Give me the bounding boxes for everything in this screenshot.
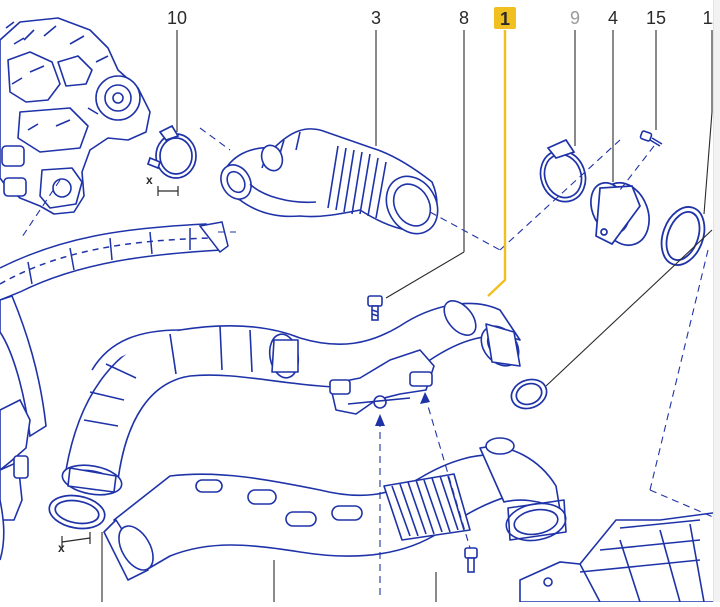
callout-4: 4 [608,8,618,28]
o-ring-bottom-left [48,494,106,530]
callout-10: 10 [167,8,187,28]
callout-labels: 10 3 8 1 9 4 15 11 [167,7,720,29]
arrow-up-right [420,392,430,404]
o-ring-11 [660,206,706,266]
screw-8 [367,295,383,321]
x-marker-bottom: x [58,532,91,555]
dashed-assembly-lines [19,127,720,600]
screw-bottom [464,547,478,573]
intake-hose-3 [220,128,439,235]
callout-1: 1 [500,9,510,29]
hose-clamp-9 [539,138,587,203]
upper-charge-pipe [0,221,229,301]
callout-9: 9 [570,8,580,28]
left-vertical-pipe [0,295,47,561]
direction-arrows [375,392,430,426]
hose-clamp-10 [146,124,197,179]
o-ring-small [510,378,548,410]
leader-lines [101,30,713,602]
callout-8: 8 [459,8,469,28]
callout-15: 15 [646,8,666,28]
x-marker-top: x [146,173,179,196]
image-right-edge [713,0,720,602]
x-label-bottom: x [58,541,65,555]
lower-intercooler-pipe [103,437,567,581]
screw-15 [639,130,663,147]
x-label-top: x [146,173,153,187]
callout-1-box [494,7,516,29]
arrow-up-left [375,414,385,426]
callout-1-highlight-line [487,30,507,297]
flange-adapter-4 [590,181,650,247]
charge-air-pipe-1 [61,300,521,496]
callout-3: 3 [371,8,381,28]
